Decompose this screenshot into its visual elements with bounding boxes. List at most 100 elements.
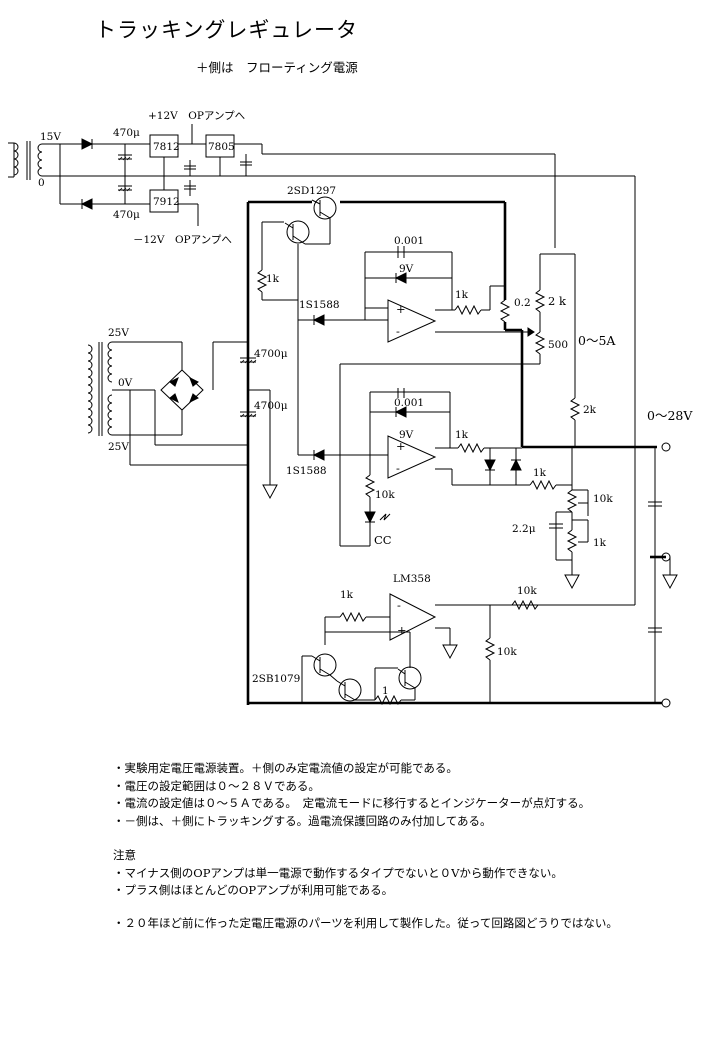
- notes-section: ・実験用定電圧電源装置。＋側のみ定電流値の設定が可能である。 ・電圧の設定範囲は…: [113, 760, 618, 932]
- label-2.2u: 2.2μ: [512, 523, 536, 535]
- resistor-1k-left-icon: [256, 269, 268, 293]
- page-subtitle: ＋側は フローティング電源: [196, 60, 358, 75]
- diode-clamp-left-icon: [484, 459, 496, 472]
- label-range-v: 0～28V: [647, 408, 693, 423]
- page-title: トラッキングレギュレータ: [95, 18, 358, 42]
- transistor-2sb1079-icon: [311, 653, 422, 702]
- pot-500-icon: [534, 331, 546, 355]
- terminal-plus-icon: [661, 442, 671, 452]
- label-cc: CC: [374, 533, 392, 547]
- cap-2.2u-icon: [549, 523, 563, 529]
- label-10k-pot: 10k: [593, 493, 613, 505]
- diode-bottom-icon: [80, 198, 93, 210]
- svg-text:+: +: [397, 623, 407, 637]
- label-minus12-opamp: －12V OPアンプへ: [133, 234, 232, 246]
- cap-output-top-icon: [648, 501, 662, 507]
- label-10k-bottom: 10k: [517, 585, 537, 597]
- label-0.2: 0.2: [514, 297, 531, 309]
- label-1k-mid: 1k: [455, 429, 469, 441]
- ground-lm358-icon: [442, 644, 458, 660]
- label-2k-mid: 2k: [583, 404, 597, 416]
- opamp-current-icon: [387, 299, 437, 343]
- label-range-a: 0～5A: [578, 333, 616, 348]
- label-500: 500: [548, 339, 568, 351]
- label-2sb1079: 2SB1079: [252, 673, 300, 685]
- terminal-minus-icon: [661, 698, 671, 708]
- resistor-10k-vert-icon: [484, 637, 496, 661]
- svg-text:-: -: [396, 324, 400, 338]
- resistor-10k-cc-icon: [364, 474, 376, 498]
- resistor-1k-mid-icon: [457, 442, 485, 454]
- svg-text:-: -: [396, 461, 400, 475]
- pot-10k-icon: [566, 489, 578, 513]
- note-4: ・－側は、＋側にトラッキングする。過電流保護回路のみ付加してある。: [113, 813, 492, 828]
- label-25v-bottom: 25V: [108, 441, 129, 453]
- label-7812: 7812: [153, 141, 180, 153]
- diode-clamp-right-icon: [510, 458, 522, 471]
- note-3: ・電流の設定値は０～５Ａである。 定電流モードに移行するとインジケーターが点灯す…: [113, 796, 591, 810]
- cap-4700u-top-icon: [240, 357, 257, 364]
- svg-text:+: +: [396, 302, 406, 316]
- ground-output-icon: [662, 574, 678, 590]
- label-470u-bottom: 470μ: [113, 209, 140, 221]
- label-1k-pot: 1k: [593, 537, 607, 549]
- label-7912: 7912: [153, 196, 180, 208]
- resistor-0.2-icon: [499, 299, 511, 323]
- note-1: ・実験用定電圧電源装置。＋側のみ定電流値の設定が可能である。: [113, 761, 458, 775]
- caution-1: ・マイナス側のOPアンプは単一電源で動作するタイプでないと０Vから動作できない。: [113, 865, 563, 880]
- label-4700u-top: 4700μ: [254, 348, 288, 360]
- caution-3: ・２０年ほど前に作った定電圧電源のパーツを利用して製作した。従って回路図どうりで…: [113, 915, 618, 930]
- label-0v-mid: 0V: [118, 377, 133, 389]
- label-25v-top: 25V: [108, 327, 129, 339]
- label-1k-right: 1k: [533, 467, 547, 479]
- label-10k-vert: 10k: [497, 646, 517, 658]
- resistor-1k-right-icon: [529, 479, 557, 491]
- label-4700u-bottom: 4700μ: [254, 400, 288, 412]
- label-9v-bottom: 9V: [399, 429, 414, 441]
- label-10k-cc: 10k: [375, 489, 395, 501]
- label-lm358: LM358: [393, 573, 431, 585]
- label-1s1588-top: 1S1588: [299, 299, 340, 311]
- caution-heading: 注意: [113, 848, 136, 862]
- resistor-1k-bottom-icon: [339, 611, 367, 623]
- bridge-rectifier-icon: [160, 369, 204, 411]
- svg-text:-: -: [397, 598, 401, 612]
- main-transformer-icon: [87, 341, 113, 436]
- zener-9v-top-icon: [394, 272, 407, 284]
- transistor-2sd1297-icon: [284, 196, 337, 245]
- label-9v-top: 9V: [399, 263, 414, 275]
- cap-4700u-bottom-icon: [240, 411, 257, 418]
- diode-1s1588-top-icon: [312, 314, 325, 326]
- ground-pot-icon: [564, 574, 580, 590]
- ground-bridge-icon: [262, 484, 278, 500]
- cap-470u-bottom-icon: [118, 176, 132, 204]
- diode-1s1588-bottom-icon: [312, 449, 325, 461]
- resistor-1k-top-icon: [454, 304, 482, 316]
- led-cc-icon: [364, 511, 376, 524]
- label-1k-top: 1k: [455, 289, 469, 301]
- resistor-2k-top-icon: [534, 289, 546, 313]
- label-7805: 7805: [208, 141, 235, 153]
- note-2: ・電圧の設定範囲は０～２８Ｖである。: [113, 778, 320, 793]
- svg-text:+: +: [396, 439, 406, 453]
- resistor-10k-bottom-icon: [511, 599, 539, 611]
- label-plus12-opamp: +12V OPアンプへ: [148, 110, 245, 122]
- label-1-ohm: 1: [382, 685, 389, 697]
- label-2k-top: 2 k: [548, 294, 567, 308]
- resistor-2k-mid-icon: [569, 397, 581, 421]
- label-1k-left: 1k: [266, 273, 280, 285]
- cap-output-bottom-icon: [648, 627, 662, 633]
- label-1s1588-bottom: 1S1588: [286, 465, 327, 477]
- label-0001-bottom: 0.001: [394, 397, 424, 409]
- label-470u-top: 470μ: [113, 127, 140, 139]
- caution-2: ・プラス側はほとんどのOPアンプが利用可能である。: [113, 883, 394, 897]
- label-15v: 15V: [40, 131, 61, 143]
- zener-9v-bottom-icon: [394, 406, 407, 418]
- label-2sd1297: 2SD1297: [287, 185, 336, 197]
- label-0001-top: 0.001: [394, 235, 424, 247]
- label-1k-bottom: 1k: [340, 589, 354, 601]
- led-light-icon: [379, 513, 391, 521]
- diode-top-icon: [81, 138, 94, 150]
